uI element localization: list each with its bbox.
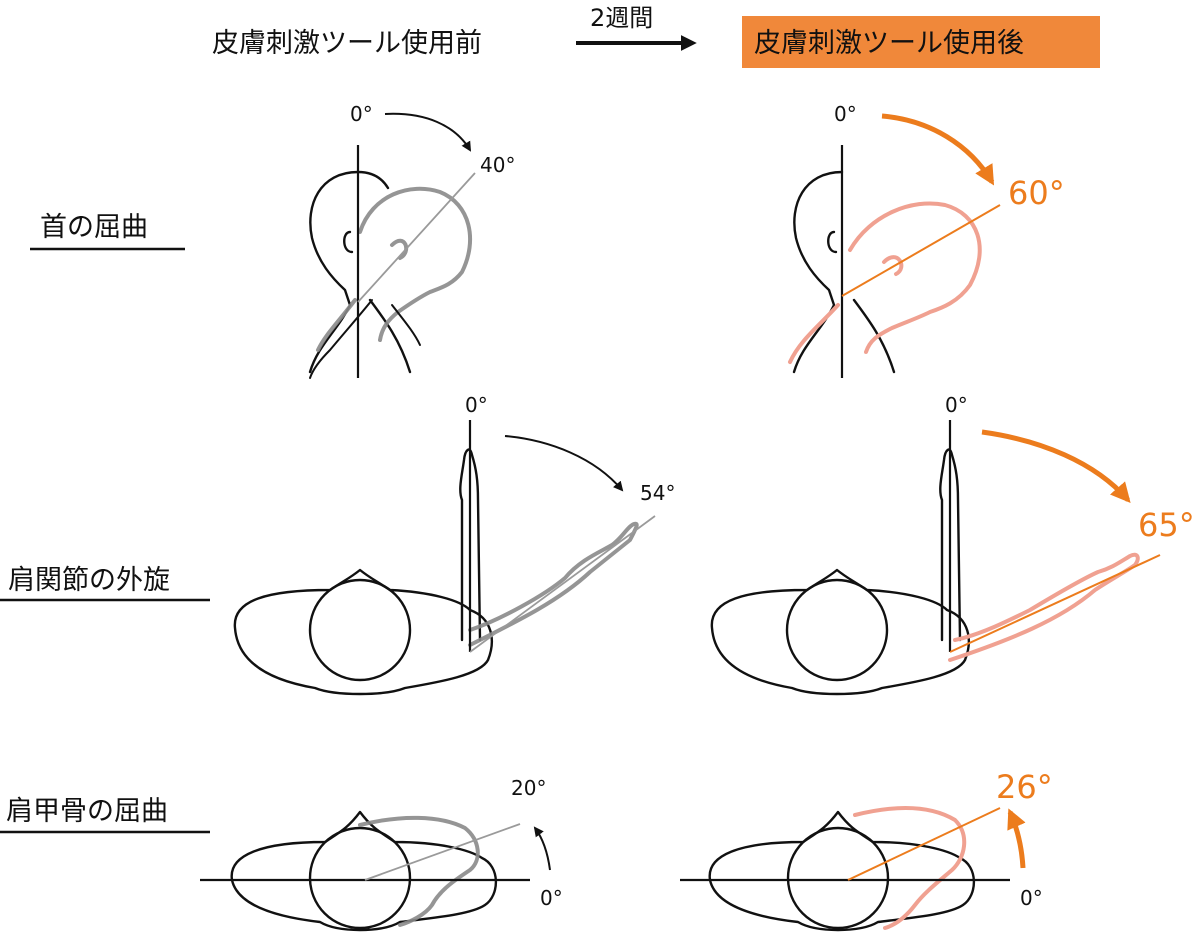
head-top-view <box>308 578 412 682</box>
shoulder-raised-ghost <box>358 815 480 927</box>
forearm-neutral <box>939 448 962 642</box>
neck-before-figure: 0° 40° <box>308 102 515 379</box>
after-angle-label: 60° <box>1008 174 1065 212</box>
chin-outline <box>391 304 421 346</box>
rotation-arrow <box>384 112 472 152</box>
before-angle-label: 20° <box>511 776 546 800</box>
row-label-neck-flexion: 首の屈曲 <box>40 212 148 243</box>
angle-line <box>949 554 1161 653</box>
forearm-rotated-ghost <box>948 552 1140 662</box>
ear-ghost <box>390 238 409 260</box>
after-angle-label: 26° <box>996 768 1053 806</box>
after-angle-label: 65° <box>1138 506 1195 544</box>
torso-outline <box>708 810 976 932</box>
forearm-rotated-ghost <box>468 521 639 647</box>
ear-outline <box>343 230 354 254</box>
angle-line <box>469 515 656 653</box>
zero-degree-label: 0° <box>350 102 373 126</box>
head-top-view <box>786 826 890 930</box>
angle-line <box>841 204 1001 297</box>
row-label-shoulder-external-rotation: 肩関節の外旋 <box>8 565 170 596</box>
rotation-arrow <box>881 113 995 186</box>
neck-after-figure: 0° 60° <box>788 102 1065 378</box>
angle-line <box>364 823 521 881</box>
interval-label: 2週間 <box>590 4 653 32</box>
head-neutral-outline <box>308 170 360 374</box>
scapula-before-figure: 20° 0° <box>200 776 563 932</box>
neck-front-outline <box>368 298 412 374</box>
head-top-view <box>785 578 889 682</box>
rotation-arrow <box>504 435 624 492</box>
ear-ghost <box>882 255 904 276</box>
neck-front-outline <box>852 298 896 374</box>
torso-outline <box>233 568 493 696</box>
header: 皮膚刺激ツール使用前 2週間 皮膚刺激ツール使用後 <box>212 4 1100 68</box>
zero-degree-label: 0° <box>834 102 857 126</box>
rotation-arrow <box>1007 808 1026 869</box>
zero-degree-label: 0° <box>540 886 563 910</box>
shoulder-after-figure: 0° 65° <box>710 393 1195 696</box>
shoulder-raised-ghost <box>853 806 967 930</box>
torso-outline <box>230 810 498 932</box>
scapula-after-figure: 26° 0° <box>680 768 1053 932</box>
after-title: 皮膚刺激ツール使用後 <box>754 28 1024 59</box>
rotation-arrow <box>533 826 551 871</box>
head-neutral-outline <box>792 170 844 374</box>
shoulder-before-figure: 0° 54° <box>233 393 675 696</box>
zero-degree-label: 0° <box>465 393 488 417</box>
angle-line <box>357 172 476 303</box>
before-title: 皮膚刺激ツール使用前 <box>212 28 482 59</box>
after-title-box <box>742 16 1100 68</box>
angle-line <box>847 807 1001 881</box>
zero-degree-label: 0° <box>945 393 968 417</box>
row-labels: 首の屈曲 肩関節の外旋 肩甲骨の屈曲 <box>0 212 210 834</box>
rotation-arrow <box>981 429 1131 504</box>
head-flexed-ghost <box>788 201 982 364</box>
back-outline <box>309 299 373 379</box>
row-label-scapula-flexion: 肩甲骨の屈曲 <box>6 796 168 827</box>
torso-outline <box>710 568 970 696</box>
head-flexed-ghost <box>316 186 473 352</box>
before-angle-label: 54° <box>640 481 675 505</box>
forearm-neutral <box>459 448 482 642</box>
ear-outline <box>827 230 838 254</box>
head-top-view <box>308 826 412 930</box>
zero-degree-label: 0° <box>1020 886 1043 910</box>
head-top-outline <box>356 170 390 190</box>
before-angle-label: 40° <box>480 153 515 177</box>
